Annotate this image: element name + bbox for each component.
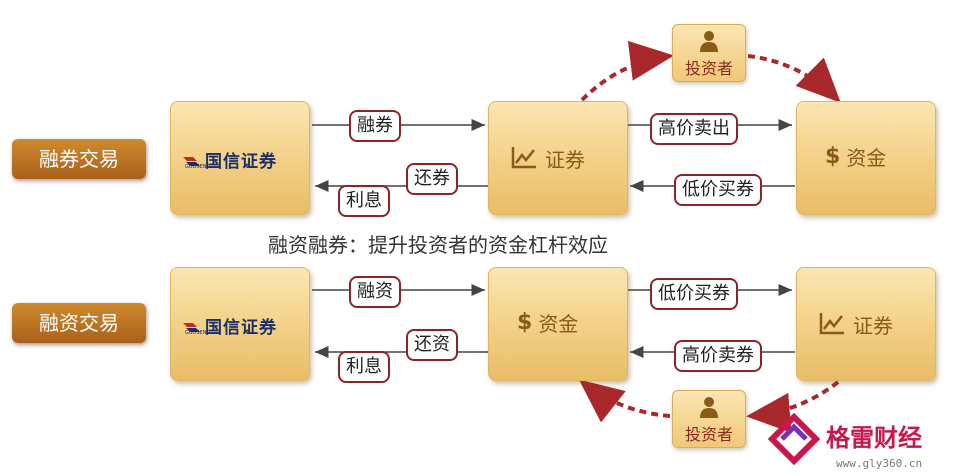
dotted-arc-bottom-left: [578, 379, 671, 423]
tag-interest-bottom: 利息: [338, 351, 390, 383]
watermark-name: 格雷财经: [826, 424, 922, 452]
line-chart-icon: [511, 145, 537, 173]
guosen-logo-icon: [183, 153, 201, 167]
investor-box-bottom: 投资者: [672, 390, 746, 448]
funds-box-bottom: $ 资金: [488, 267, 628, 381]
investor-label: 投资者: [684, 425, 733, 444]
securities-box-top: 证券: [488, 101, 628, 215]
guosen-logo-icon: [183, 319, 201, 333]
line-chart-icon: [819, 311, 845, 339]
funds-box-top: $ 资金: [796, 101, 936, 215]
investor-label: 投资者: [684, 59, 733, 78]
dollar-icon: $: [825, 144, 841, 169]
broker-box-bottom: 国信证券 GUOSEN: [170, 267, 310, 381]
broker-logo: 国信证券: [183, 147, 277, 172]
dotted-arc-bottom-right: [746, 380, 840, 433]
side-label-rongquan: 融券交易: [12, 139, 146, 179]
dotted-arc-top-left: [580, 40, 674, 102]
person-icon: [699, 30, 719, 58]
watermark-url: www.gly360.cn: [836, 457, 923, 470]
broker-box-top: 国信证券 GUOSEN: [170, 101, 310, 215]
tag-huanzi: 还资: [406, 329, 458, 361]
tag-buy-low: 低价买券: [674, 174, 762, 206]
tag-rongquan: 融券: [349, 110, 401, 142]
tag-buy-low-2: 低价买券: [650, 278, 738, 310]
tag-huanquan: 还券: [406, 163, 458, 195]
broker-sub: GUOSEN: [185, 164, 207, 170]
side-label-rongzi: 融资交易: [12, 303, 146, 343]
tag-sell-high-2: 高价卖券: [674, 340, 762, 372]
tag-sell-high: 高价卖出: [650, 113, 738, 145]
diagram-caption: 融资融券：提升投资者的资金杠杆效应: [268, 233, 608, 257]
tag-interest-top: 利息: [338, 185, 390, 217]
dollar-icon: $: [517, 310, 533, 335]
broker-sub: GUOSEN: [185, 330, 207, 336]
broker-name: 国信证券: [205, 318, 277, 338]
funds-label: 资金: [846, 146, 887, 170]
person-icon: [699, 396, 719, 424]
broker-name: 国信证券: [205, 152, 277, 172]
funds-label: 资金: [538, 312, 579, 336]
tag-rongzi: 融资: [349, 276, 401, 308]
broker-logo: 国信证券: [183, 313, 277, 338]
investor-box-top: 投资者: [672, 24, 746, 82]
securities-box-bottom: 证券: [796, 267, 936, 381]
securities-label: 证券: [545, 148, 585, 172]
watermark-logo-icon: [767, 412, 821, 469]
dotted-arc-top-right: [747, 54, 841, 103]
securities-label: 证券: [853, 314, 893, 338]
